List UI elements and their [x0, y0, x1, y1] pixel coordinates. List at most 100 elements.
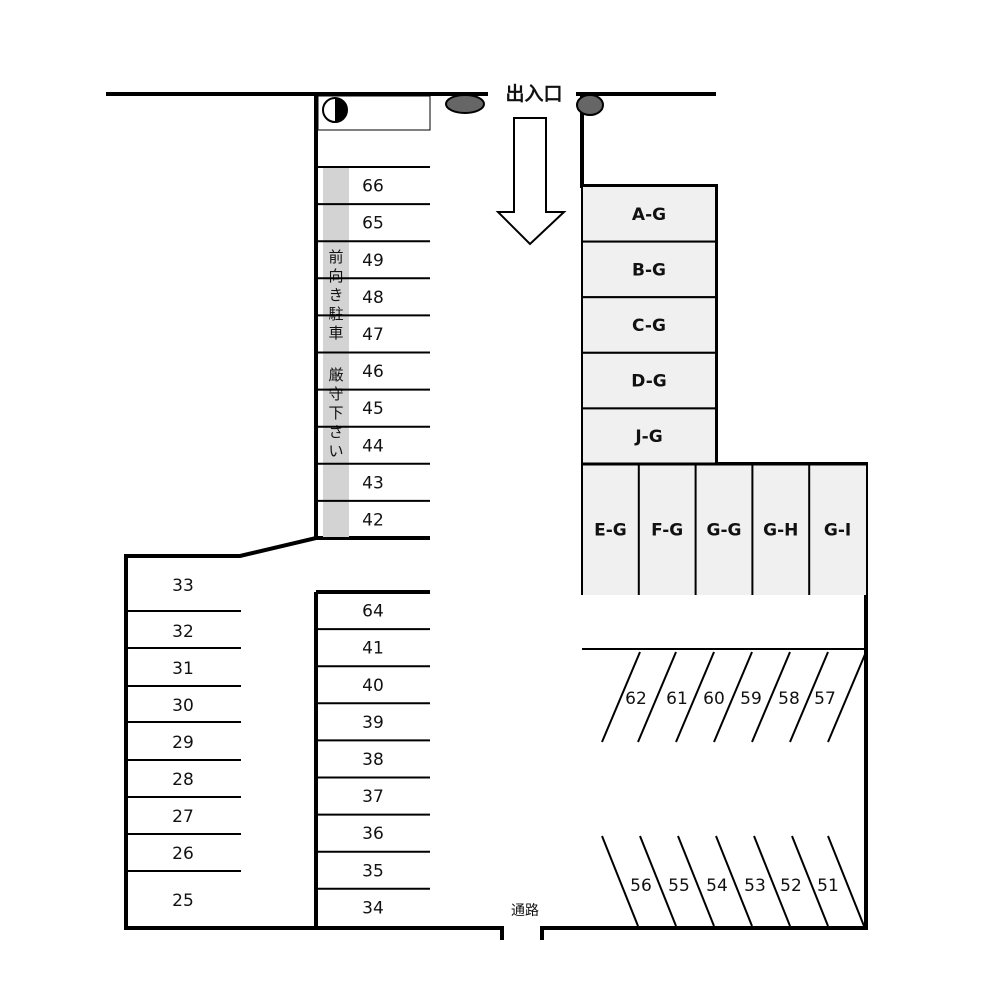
half-moon-fill — [335, 98, 347, 122]
notice-char: き — [328, 286, 343, 304]
parking-space-label: 45 — [362, 399, 384, 419]
space-divider — [751, 651, 791, 743]
garage-bay — [581, 185, 717, 243]
garage-label: G-G — [707, 521, 742, 541]
parking-space-label: 47 — [362, 325, 384, 345]
parking-space-label: 53 — [744, 876, 766, 896]
space-divider — [713, 651, 753, 743]
space-divider — [827, 835, 865, 927]
garage-row: E-G F-G G-G G-H G-I — [581, 462, 866, 595]
parking-space-label: 31 — [172, 659, 194, 679]
garage-label: E-G — [594, 521, 627, 541]
parking-space-label: 40 — [362, 676, 384, 696]
parking-space-label: 51 — [817, 876, 839, 896]
space-divider — [601, 835, 639, 927]
garage-bay — [581, 351, 717, 410]
parking-space-label: 59 — [740, 689, 762, 709]
garage-bay — [582, 464, 639, 595]
garage-label: J-G — [634, 427, 662, 447]
center-top-spaces: 66 65 49 48 47 46 45 44 43 42 — [362, 177, 384, 531]
parking-space-label: 55 — [668, 876, 690, 896]
parking-space-label: 43 — [362, 473, 384, 493]
parking-space-label: 41 — [362, 639, 384, 659]
parking-space-label: 64 — [362, 602, 384, 622]
parking-space-label: 26 — [172, 844, 194, 864]
notice-char: 前 — [328, 248, 343, 266]
parking-space-label: 49 — [362, 251, 384, 271]
space-divider — [827, 651, 867, 743]
notice-char: 守 — [328, 385, 343, 403]
entrance-label: 出入口 — [505, 82, 562, 105]
parking-space-label: 46 — [362, 362, 384, 382]
notice-char: 下 — [328, 404, 343, 422]
notice-char: 駐 — [328, 305, 343, 323]
space-divider — [715, 835, 753, 927]
parking-space-label: 65 — [362, 214, 384, 234]
shrub-right-icon — [576, 94, 604, 116]
parking-space-label: 66 — [362, 177, 384, 197]
parking-space-label: 35 — [362, 861, 384, 881]
space-divider — [637, 651, 677, 743]
parking-space-label: 60 — [703, 689, 725, 709]
notice-char: い — [328, 442, 343, 460]
parking-space-label: 29 — [172, 733, 194, 753]
center-bottom-dividers — [316, 628, 430, 890]
parking-space-label: 58 — [778, 689, 800, 709]
angled-row-upper: 62 61 60 59 58 57 — [601, 651, 867, 743]
garage-label: C-G — [632, 316, 666, 336]
left-column-spaces: 33 32 31 30 29 28 27 26 25 — [172, 576, 194, 911]
parking-space-label: 32 — [172, 622, 194, 642]
parking-space-label: 33 — [172, 576, 194, 596]
garage-bay — [581, 296, 717, 354]
space-divider — [675, 651, 715, 743]
parking-space-label: 54 — [706, 876, 728, 896]
garage-bay — [581, 407, 717, 465]
parking-space-label: 57 — [814, 689, 836, 709]
parking-space-label: 42 — [362, 510, 384, 530]
parking-space-label: 30 — [172, 696, 194, 716]
garage-bay — [809, 464, 866, 595]
shrubs — [445, 94, 604, 116]
angled-row-lower: 56 55 54 53 52 51 — [601, 835, 865, 927]
garage-label: G-H — [763, 521, 798, 541]
utility-box — [317, 95, 431, 131]
center-top-dividers — [318, 166, 430, 539]
parking-space-label: 48 — [362, 288, 384, 308]
garage-label: D-G — [631, 372, 666, 392]
notice-char: 厳 — [328, 366, 343, 384]
garage-label: F-G — [651, 521, 683, 541]
space-divider — [753, 835, 791, 927]
passage-label: 通路 — [511, 903, 539, 919]
garage-label: A-G — [632, 205, 666, 225]
space-divider — [601, 651, 641, 743]
parking-space-label: 28 — [172, 770, 194, 790]
entry-arrow-icon — [495, 117, 567, 246]
left-column-dividers — [126, 610, 241, 872]
parking-space-label: 61 — [666, 689, 688, 709]
parking-space-label: 37 — [362, 787, 384, 807]
parking-space-label: 27 — [172, 807, 194, 827]
garage-label: B-G — [632, 260, 666, 280]
parking-space-label: 25 — [172, 891, 194, 911]
garage-label: G-I — [824, 521, 851, 541]
notice-char: 向 — [328, 267, 343, 285]
space-divider — [639, 835, 677, 927]
space-divider — [677, 835, 715, 927]
shrub-left-icon — [445, 94, 485, 114]
garage-bay — [752, 464, 810, 595]
notice-char: 車 — [328, 324, 343, 342]
garage-bay — [581, 240, 717, 299]
garage-bay — [695, 464, 753, 595]
parking-space-label: 52 — [780, 876, 802, 896]
parking-space-label: 38 — [362, 750, 384, 770]
parking-space-label: 36 — [362, 824, 384, 844]
parking-space-label: 56 — [630, 876, 652, 896]
garage-stack: A-G B-G C-G D-G J-G — [581, 185, 717, 465]
parking-space-label: 62 — [625, 689, 647, 709]
space-divider — [791, 835, 829, 927]
space-divider — [789, 651, 829, 743]
parking-space-label: 34 — [362, 898, 384, 918]
parking-space-label: 44 — [362, 436, 384, 456]
